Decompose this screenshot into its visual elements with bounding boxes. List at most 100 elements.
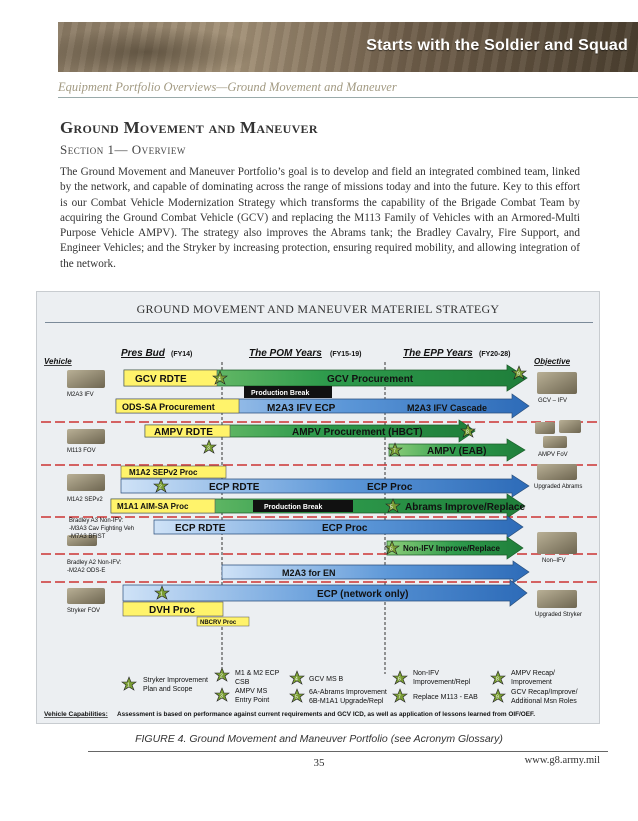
milestone-star: 6 bbox=[384, 540, 400, 555]
abrams-improve-label: Abrams Improve/Replace bbox=[405, 502, 525, 513]
ampv-vehicle-image bbox=[543, 436, 567, 448]
running-header: Equipment Portfolio Overviews—Ground Mov… bbox=[58, 80, 397, 94]
gcv-vehicle-image bbox=[537, 372, 577, 394]
m2a3-vehicle-label: M2A3 IFV bbox=[67, 392, 94, 398]
svg-text:5: 5 bbox=[295, 695, 298, 701]
period-pom-years: (FY15-19) bbox=[330, 351, 362, 358]
svg-text:1: 1 bbox=[127, 683, 130, 689]
svg-text:3: 3 bbox=[207, 446, 210, 452]
bradley-ecp-rdte-label: ECP RDTE bbox=[175, 523, 226, 534]
ods-sa-label: ODS-SA Procurement bbox=[122, 402, 215, 412]
period-pres-bud-years: (FY14) bbox=[171, 351, 192, 358]
gcv-procurement-label: GCV Procurement bbox=[327, 374, 414, 385]
non-ifv-improve-label: Non-IFV Improve/Replace bbox=[403, 544, 500, 553]
legend-9-line-2: Additional Msn Roles bbox=[511, 698, 577, 705]
section-subtitle: Section 1— Overview bbox=[60, 142, 186, 157]
m1a1-aim-label: M1A1 AIM-SA Proc bbox=[117, 502, 189, 511]
legend-8-line-1: AMPV Recap/ bbox=[511, 670, 555, 677]
dvh-proc-label: DVH Proc bbox=[149, 605, 196, 616]
m2a3-vehicle-image bbox=[67, 370, 105, 388]
legend-2-line-1: M1 & M2 ECP bbox=[235, 670, 280, 677]
ampv-proc-hbct-label: AMPV Procurement (HBCT) bbox=[292, 427, 423, 438]
abrams-vehicle-image bbox=[537, 464, 577, 480]
milestone-star: 1 bbox=[154, 585, 170, 600]
legend-3-line-1: AMPV MS bbox=[235, 688, 268, 695]
legend-6-line-1: Non-IFV bbox=[413, 670, 439, 677]
non-ifv-vehicle-label: Non–IFV bbox=[542, 558, 566, 564]
svg-text:8: 8 bbox=[466, 430, 469, 436]
bradley-a3-line-2: -M3A3 Cav Fighting Veh bbox=[69, 526, 134, 532]
m1a2-vehicle-image bbox=[67, 474, 105, 491]
legend-1-line-2: Plan and Scope bbox=[143, 686, 193, 693]
svg-text:3: 3 bbox=[220, 694, 223, 700]
legend-2-line-2: CSB bbox=[235, 679, 250, 686]
banner-title: Starts with the Soldier and Squad bbox=[366, 37, 628, 54]
svg-text:9: 9 bbox=[517, 372, 520, 378]
ampv-eab-arrow bbox=[388, 438, 526, 462]
m1a2-vehicle-label: M1A2 SEPv2 bbox=[67, 497, 103, 503]
legend-4-line-1: GCV MS B bbox=[309, 676, 344, 683]
bradley-a3-line-3: -M7A3 BFIST bbox=[69, 534, 106, 540]
m2a3-ecp-label: M2A3 IFV ECP bbox=[267, 403, 336, 414]
m2a3-en-arrow bbox=[221, 560, 530, 584]
milestone-star: 7 bbox=[387, 442, 403, 457]
ampv-rdte-label: AMPV RDTE bbox=[154, 427, 213, 438]
svg-text:7: 7 bbox=[393, 449, 396, 455]
legend-9-line-1: GCV Recap/Improve/ bbox=[511, 689, 578, 696]
header-divider bbox=[58, 97, 638, 98]
stryker-upgraded-label: Upgraded Stryker bbox=[535, 612, 582, 618]
non-ifv-vehicle-image bbox=[537, 532, 577, 554]
abrams-ecp-rdte-label: ECP RDTE bbox=[209, 482, 260, 493]
period-epp: The EPP Years bbox=[403, 348, 473, 359]
milestone-star: 9 bbox=[511, 365, 527, 380]
non-ifv-improve-arrow bbox=[386, 536, 524, 560]
svg-text:9: 9 bbox=[496, 695, 499, 701]
gcv-vehicle-label: GCV – IFV bbox=[538, 398, 567, 404]
nbcrv-proc-label: NBCRV Proc bbox=[200, 620, 237, 626]
legend-7-line-1: Replace M113 - EAB bbox=[413, 694, 478, 701]
vehicle-thumbnails-right bbox=[535, 372, 581, 608]
gcv-rdte-label: GCV RDTE bbox=[135, 374, 187, 385]
m113-vehicle-label: M113 FOV bbox=[67, 448, 96, 454]
svg-text:7: 7 bbox=[398, 695, 401, 701]
milestone-star: 3 bbox=[201, 439, 217, 454]
production-break-2 bbox=[253, 500, 353, 512]
svg-text:8: 8 bbox=[496, 677, 499, 683]
bradley-ecp-proc-label: ECP Proc bbox=[322, 523, 368, 534]
website-link[interactable]: www.g8.army.mil bbox=[524, 755, 600, 766]
svg-text:4: 4 bbox=[218, 377, 221, 383]
m1a2-sepv2-bar bbox=[120, 465, 227, 479]
abrams-ecp-proc-label: ECP Proc bbox=[367, 482, 413, 493]
svg-text:2: 2 bbox=[159, 485, 162, 491]
milestone-star: 5 bbox=[385, 498, 401, 513]
column-objective: Objective bbox=[534, 357, 571, 366]
figure-title-rule bbox=[45, 322, 593, 323]
column-vehicle: Vehicle bbox=[44, 357, 72, 366]
footer-divider bbox=[88, 751, 608, 752]
legend-6-line-2: Improvement/Repl bbox=[413, 679, 471, 686]
legend-5-line-1: 6A-Abrams Improvement bbox=[309, 689, 387, 696]
svg-text:4: 4 bbox=[295, 677, 298, 683]
abrams-vehicle-label: Upgraded Abrams bbox=[534, 484, 582, 490]
ampv-eab-label: AMPV (EAB) bbox=[427, 446, 486, 457]
capabilities-label: Vehicle Capabilities: bbox=[44, 711, 108, 718]
legend-1-line-1: Stryker Improvement bbox=[143, 677, 208, 684]
m2a3-cascade-label: M2A3 IFV Cascade bbox=[407, 403, 487, 413]
strategy-figure: GROUND MOVEMENT AND MANEUVER MATERIEL ST… bbox=[36, 291, 600, 724]
figure-caption: FIGURE 4. Ground Movement and Maneuver P… bbox=[135, 733, 503, 745]
production-break-2-label: Production Break bbox=[264, 504, 322, 511]
ampv-rdte-bar bbox=[144, 424, 231, 438]
ampv-vehicle-label: AMPV FoV bbox=[538, 452, 568, 458]
m1a1-aim-bar bbox=[110, 498, 216, 514]
stryker-vehicle-label: Stryker FOV bbox=[67, 608, 100, 614]
bradley-a3-ecp-arrow bbox=[153, 515, 524, 539]
legend: 1 Stryker Improvement Plan and Scope 2 M… bbox=[121, 667, 578, 705]
stryker-upgraded-image bbox=[537, 590, 577, 608]
milestone-star: 8 bbox=[460, 423, 476, 438]
dvh-proc-bar bbox=[122, 601, 224, 617]
ods-sa-bar bbox=[115, 398, 240, 414]
period-epp-years: (FY20-28) bbox=[479, 351, 511, 358]
banner-photo bbox=[58, 22, 278, 72]
m113-vehicle-image bbox=[67, 429, 105, 444]
strategy-chart: Pres Bud (FY14) The POM Years (FY15-19) … bbox=[41, 348, 597, 718]
